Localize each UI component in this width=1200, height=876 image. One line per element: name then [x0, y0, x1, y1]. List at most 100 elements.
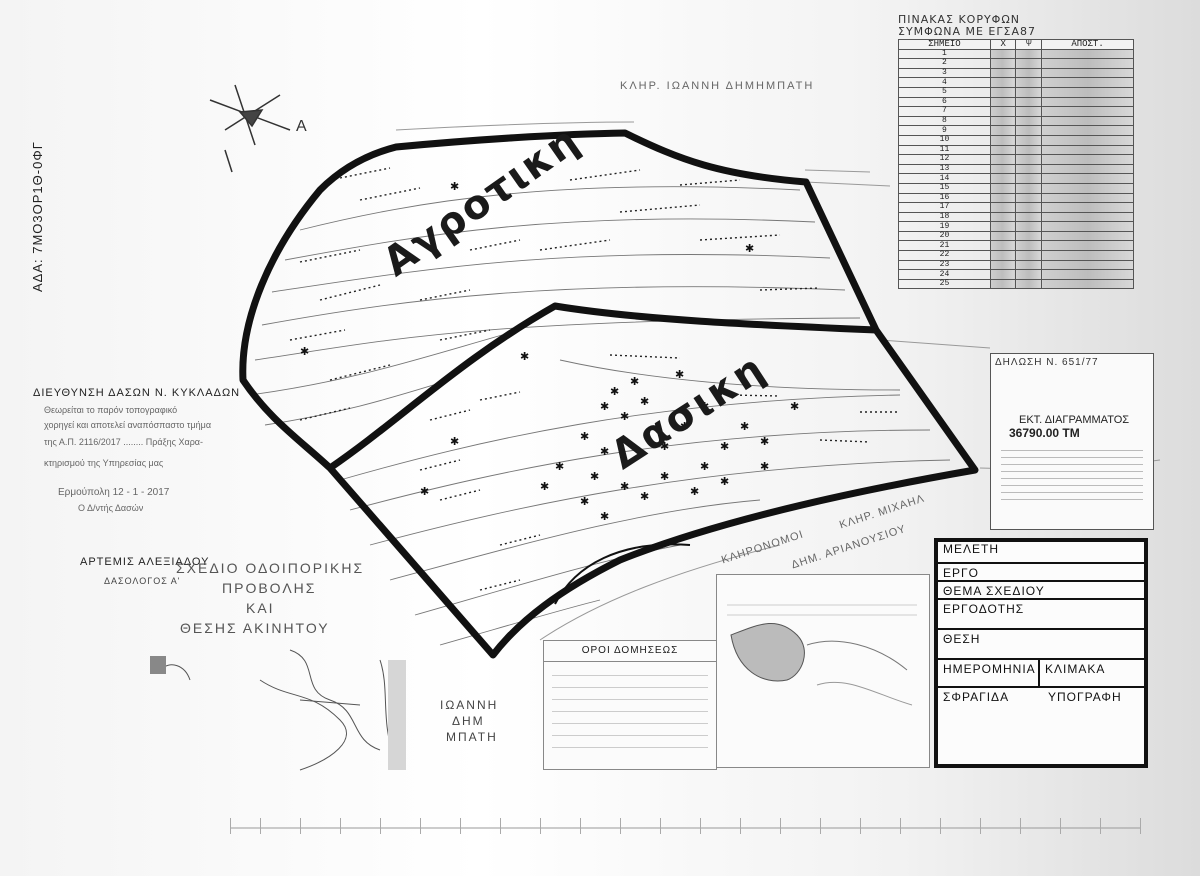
coords-point-number: 13 — [898, 163, 991, 175]
coords-row: 24 — [898, 269, 1134, 280]
tb-study: ΜΕΛΕΤΗ — [943, 542, 1000, 556]
coords-point-number: 18 — [898, 211, 991, 223]
coords-row: 7 — [898, 106, 1134, 117]
coords-row: 1 — [898, 48, 1134, 60]
coords-cell — [989, 278, 1017, 290]
coords-cell — [1041, 67, 1134, 79]
coords-row: 15 — [898, 182, 1134, 194]
owner-bottom-left-3: ΜΠΑΤΗ — [446, 730, 498, 744]
coords-cell — [989, 48, 1017, 60]
coords-cell — [1015, 278, 1043, 290]
coords-cell — [989, 163, 1017, 175]
svg-text:✱: ✱ — [690, 485, 699, 498]
coords-cell — [989, 58, 1017, 69]
forester-name: ΑΡΤΕΜΙΣ ΑΛΕΞΙΑΔΟΥ — [80, 556, 210, 568]
coords-point-number: 11 — [898, 144, 991, 156]
coords-cell — [1041, 144, 1134, 156]
svg-text:✱: ✱ — [600, 510, 609, 523]
tb-date: ΗΜΕΡΟΜΗΝΙΑ — [943, 662, 1036, 676]
owner-top-label: ΚΛΗΡ. ΙΩΑΝΝΗ ΔΗΜΗΜΠΑΤΗ — [620, 80, 815, 92]
coords-point-number: 2 — [898, 58, 991, 69]
coords-caption-1: ΠΙΝΑΚΑΣ ΚΟΡΥΦΩΝ — [898, 13, 1020, 26]
svg-text:✱: ✱ — [740, 420, 749, 433]
declaration-area-value: 36790.00 ΤΜ — [1009, 426, 1080, 440]
coords-row: 12 — [898, 154, 1134, 165]
coords-point-number: 20 — [898, 230, 991, 242]
coords-cell — [1041, 125, 1134, 136]
coords-cell — [1015, 115, 1043, 127]
coords-cell — [1015, 221, 1043, 232]
coords-point-number: 1 — [898, 48, 991, 60]
owner-bottom-left-1: ΙΩΑΝΝΗ — [440, 698, 499, 712]
title-block: ΜΕΛΕΤΗ ΕΡΓΟ ΘΕΜΑ ΣΧΕΔΙΟΥ ΕΡΓΟΔΟΤΗΣ ΘΕΣΗ … — [934, 538, 1148, 768]
coords-header: ΣΗΜΕΙΟ — [898, 39, 991, 50]
coords-cell — [1041, 48, 1134, 60]
parcel-boundary — [239, 129, 979, 659]
coords-cell — [989, 125, 1017, 136]
coords-row: 5 — [898, 86, 1134, 98]
coords-point-number: 10 — [898, 134, 991, 146]
coords-cell — [1015, 192, 1043, 204]
coords-cell — [1041, 163, 1134, 175]
coords-cell — [989, 269, 1017, 280]
coords-cell — [1041, 106, 1134, 117]
svg-text:✱: ✱ — [760, 435, 769, 448]
coords-header: ΑΠΟΣΤ. — [1041, 39, 1134, 50]
coords-cell — [1015, 163, 1043, 175]
svg-text:✱: ✱ — [660, 440, 669, 453]
plan-title-1: ΣΧΕΔΙΟ ΟΔΟΙΠΟΡΙΚΗΣ — [176, 560, 365, 576]
coordinates-table: ΠΙΝΑΚΑΣ ΚΟΡΥΦΩΝ ΣΥΜΦΩΝΑ ΜΕ ΕΓΣΑ87 ΣΗΜΕΙΟ… — [898, 13, 1143, 290]
coords-point-number: 17 — [898, 202, 991, 213]
svg-text:✱: ✱ — [720, 440, 729, 453]
coords-cell — [1041, 221, 1134, 232]
declaration-lines — [1001, 444, 1143, 506]
coords-cell — [1015, 106, 1043, 117]
coords-cell — [1015, 58, 1043, 69]
coords-row: 14 — [898, 173, 1134, 184]
coords-cell — [989, 96, 1017, 108]
coords-point-number: 7 — [898, 106, 991, 117]
coords-cell — [1041, 173, 1134, 184]
svg-text:✱: ✱ — [610, 385, 619, 398]
coords-cell — [1015, 125, 1043, 136]
tb-location: ΘΕΣΗ — [943, 632, 981, 646]
svg-text:✱: ✱ — [590, 470, 599, 483]
plan-title-3: ΚΑΙ — [246, 600, 275, 616]
coords-cell — [989, 259, 1017, 271]
coords-point-number: 16 — [898, 192, 991, 204]
coords-cell — [1015, 144, 1043, 156]
stamp-line-1: Θεωρείται το παρόν τοπογραφικό — [44, 405, 178, 415]
tb-owner: ΕΡΓΟΔΟΤΗΣ — [943, 602, 1025, 616]
declaration-box: ΔΗΛΩΣΗ Ν. 651/77 ΕΚΤ. ΔΙΑΓΡΑΜΜΑΤΟΣ 36790… — [990, 353, 1154, 530]
svg-text:✱: ✱ — [555, 460, 564, 473]
tb-project: ΕΡΓΟ — [943, 566, 979, 580]
coords-cell — [1015, 250, 1043, 261]
stamp-place-date: Ερμούπολη 12 - 1 - 2017 — [58, 487, 170, 498]
coords-point-number: 19 — [898, 221, 991, 232]
coords-cell — [1041, 58, 1134, 69]
coords-point-number: 22 — [898, 250, 991, 261]
svg-text:✱: ✱ — [600, 400, 609, 413]
coords-point-number: 24 — [898, 269, 991, 280]
coords-cell — [1041, 240, 1134, 252]
coords-cell — [1041, 115, 1134, 127]
declaration-area-label: ΕΚΤ. ΔΙΑΓΡΑΜΜΑΤΟΣ — [1019, 414, 1130, 426]
coords-row: 8 — [898, 115, 1134, 127]
svg-text:✱: ✱ — [700, 400, 709, 413]
tb-signature: ΥΠΟΓΡΑΦΗ — [1048, 690, 1122, 704]
coords-point-number: 14 — [898, 173, 991, 184]
coords-cell — [1015, 154, 1043, 165]
svg-text:✱: ✱ — [300, 345, 309, 358]
svg-text:✱: ✱ — [700, 460, 709, 473]
coords-cell — [1041, 192, 1134, 204]
coords-point-number: 25 — [898, 278, 991, 290]
stamp-line-4: κτηρισμού της Υπηρεσίας μας — [44, 458, 164, 468]
coords-point-number: 9 — [898, 125, 991, 136]
coords-row: 4 — [898, 77, 1134, 88]
coords-cell — [989, 182, 1017, 194]
coords-cell — [1015, 230, 1043, 242]
coords-point-number: 3 — [898, 67, 991, 79]
svg-text:✱: ✱ — [790, 400, 799, 413]
svg-text:✱: ✱ — [745, 242, 754, 255]
